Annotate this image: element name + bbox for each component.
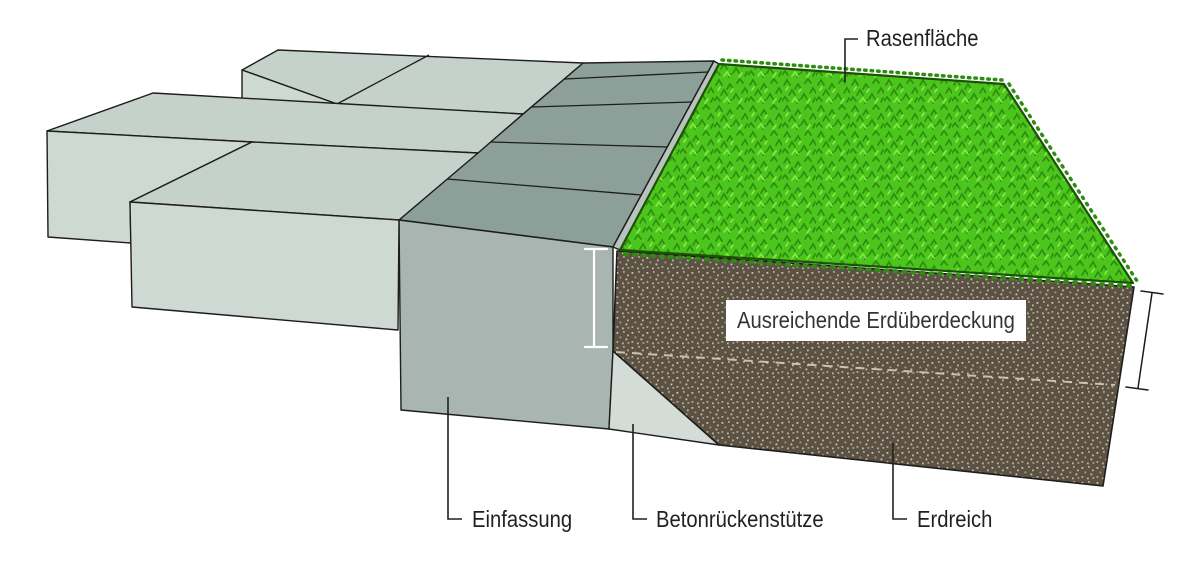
lawn-surface <box>618 62 1135 285</box>
grass-fringe-top <box>720 58 1004 82</box>
edging-joint-line <box>446 178 642 196</box>
edging-joint-line <box>490 141 669 148</box>
edging-height-gauge <box>583 247 609 349</box>
edging-joint-line <box>531 101 693 108</box>
soil-depth-dashed-line <box>615 351 1116 386</box>
grass-fringe-right <box>1007 82 1139 283</box>
grass-fringe-bottom <box>623 252 1132 288</box>
paving-slab-front-front <box>129 201 400 331</box>
back-support-leader-line <box>632 424 647 520</box>
edging-leader-line <box>447 397 462 520</box>
soil-label: Erdreich <box>917 506 993 532</box>
earth-cover-depth-bracket <box>1125 290 1164 391</box>
edging-label: Einfassung <box>472 506 573 532</box>
edging-joint-line <box>564 71 709 80</box>
back-support-label: Betonrückenstütze <box>656 506 824 532</box>
paving-joint-line <box>336 54 430 105</box>
lawn-leader-line <box>844 38 858 82</box>
edging-front-face <box>398 219 614 430</box>
soil-leader-line <box>892 443 907 520</box>
earth-cover-label: Ausreichende Erdüberdeckung <box>737 307 1015 333</box>
earth-cover-label-box: Ausreichende Erdüberdeckung <box>726 300 1026 341</box>
lawn-label: Rasenfläche <box>866 25 979 51</box>
